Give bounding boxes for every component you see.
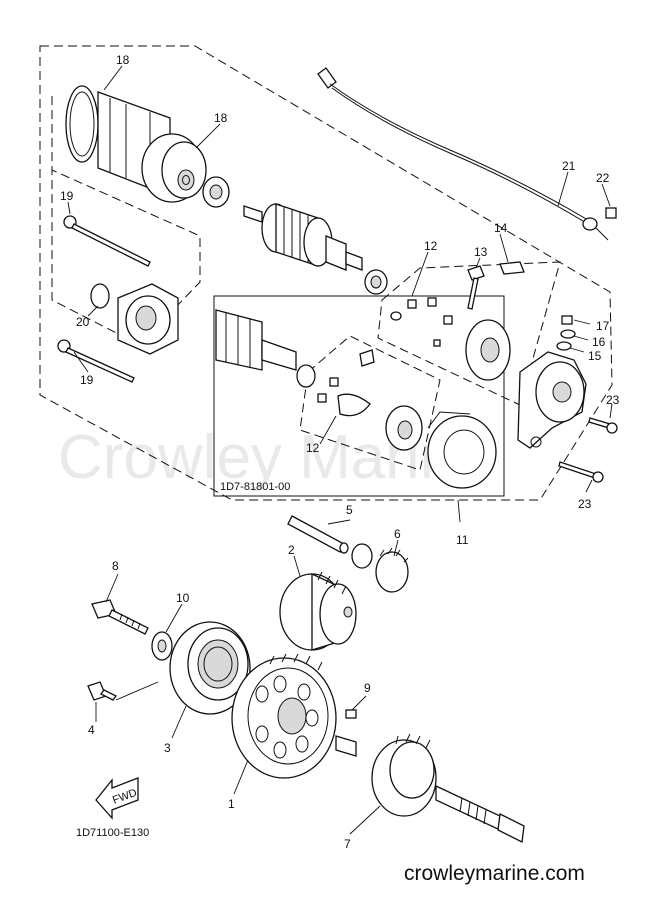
callout-7: 7 xyxy=(344,837,351,851)
callout-18a: 18 xyxy=(116,53,130,67)
callout-13: 13 xyxy=(474,245,488,259)
callout-12b: 12 xyxy=(306,441,320,455)
callout-14: 14 xyxy=(494,221,508,235)
starter-idler-gear xyxy=(279,571,357,651)
through-bolt-lower xyxy=(57,339,135,383)
inset-frame xyxy=(213,295,505,497)
cover-bolt-upper xyxy=(588,417,618,434)
starter-clutch xyxy=(169,621,251,715)
bearing xyxy=(202,176,230,208)
callout-18b: 18 xyxy=(214,111,228,125)
site-name: crowleymarine.com xyxy=(404,862,585,885)
idle-gear xyxy=(351,543,409,593)
insulator-washer xyxy=(556,341,572,351)
o-ring xyxy=(90,283,110,309)
starter-wheel-gear xyxy=(231,653,337,779)
clutch-bolt xyxy=(87,681,117,701)
callout-19a: 19 xyxy=(60,189,74,203)
flange-bolt xyxy=(91,599,149,635)
callout-9: 9 xyxy=(364,681,371,695)
callout-22: 22 xyxy=(596,171,610,185)
callout-23b: 23 xyxy=(578,497,592,511)
callout-1: 1 xyxy=(228,797,235,811)
nut xyxy=(605,207,617,219)
callout-19b: 19 xyxy=(80,373,94,387)
inset-brushes xyxy=(317,349,423,451)
callout-23a: 23 xyxy=(606,393,620,407)
callout-8: 8 xyxy=(112,559,119,573)
through-bolt-upper xyxy=(63,215,151,267)
fwd-arrow-icon xyxy=(95,777,139,820)
lead-wire xyxy=(317,67,609,241)
leader-lines xyxy=(67,65,613,835)
callout-15: 15 xyxy=(588,349,602,363)
callout-20: 20 xyxy=(76,315,90,329)
bushing xyxy=(364,269,388,295)
callout-5: 5 xyxy=(346,503,353,517)
callout-17: 17 xyxy=(596,319,610,333)
brush-screw xyxy=(467,265,485,310)
inset-code: 1D7-81801-00 xyxy=(220,481,290,493)
clamp-bolt-group-outline xyxy=(51,96,201,341)
callout-6: 6 xyxy=(394,527,401,541)
callout-3: 3 xyxy=(164,741,171,755)
callout-11: 11 xyxy=(456,533,469,547)
starter-assembly-outline xyxy=(39,45,613,501)
terminal-nut xyxy=(561,315,573,325)
diagram-code: 1D71100-E130 xyxy=(76,827,149,839)
callout-2: 2 xyxy=(288,543,295,557)
brush-holder-plate xyxy=(465,319,511,381)
washer-small xyxy=(560,329,576,339)
pin-shaft xyxy=(287,515,349,554)
woodruff-key xyxy=(345,709,357,719)
callout-16: 16 xyxy=(592,335,606,349)
callout-12a: 12 xyxy=(424,239,438,253)
armature xyxy=(243,203,363,271)
rear-cover xyxy=(517,351,587,449)
brush-clip xyxy=(499,261,525,275)
cover-bolt-lower xyxy=(558,461,604,483)
inset-armature xyxy=(215,309,316,388)
inset-rear-cover xyxy=(427,411,497,489)
yoke-assembly xyxy=(65,85,207,203)
washer xyxy=(151,631,173,661)
callout-21: 21 xyxy=(562,159,576,173)
brush-set xyxy=(390,297,453,347)
callout-numbers: 18 18 19 20 19 21 22 14 12 13 17 16 15 2… xyxy=(60,53,620,851)
callout-10: 10 xyxy=(176,591,190,605)
front-cover xyxy=(117,283,179,355)
callout-4: 4 xyxy=(88,723,95,737)
drive-shaft-gear xyxy=(335,733,525,843)
